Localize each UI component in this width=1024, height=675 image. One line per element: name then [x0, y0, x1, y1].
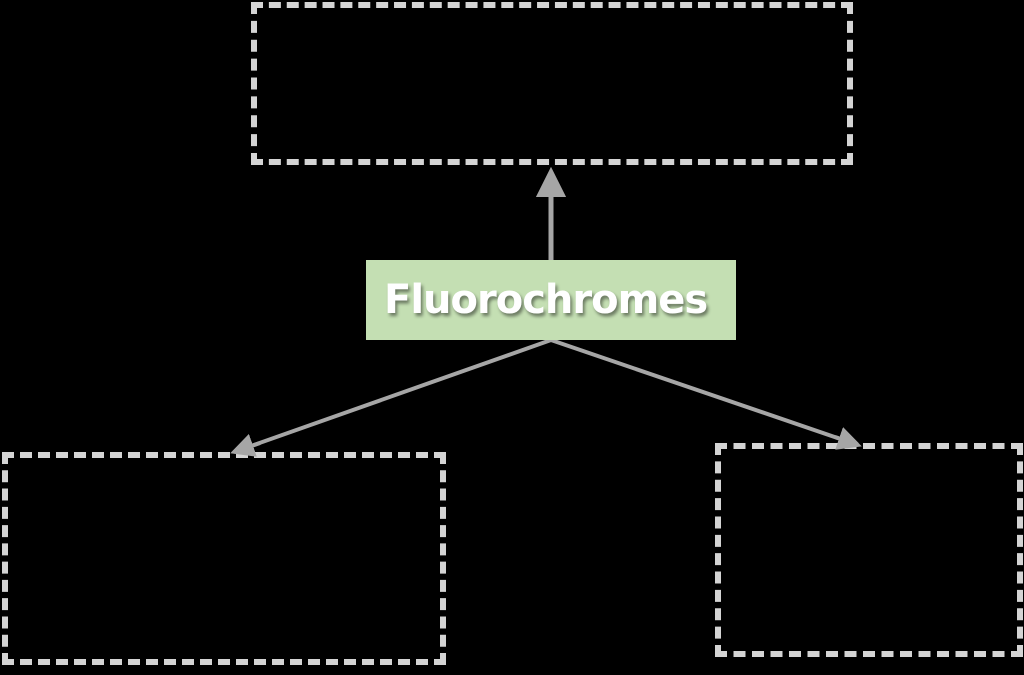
bottom-left-box	[2, 452, 446, 665]
top-box	[251, 2, 853, 165]
arrow-to-bottom-right	[550, 338, 862, 450]
bottom-right-box	[715, 443, 1023, 657]
fluorochromes-node: Fluorochromes	[366, 260, 736, 340]
arrow-to-bottom-left	[230, 338, 552, 457]
center-node-label: Fluorochromes	[384, 277, 708, 323]
